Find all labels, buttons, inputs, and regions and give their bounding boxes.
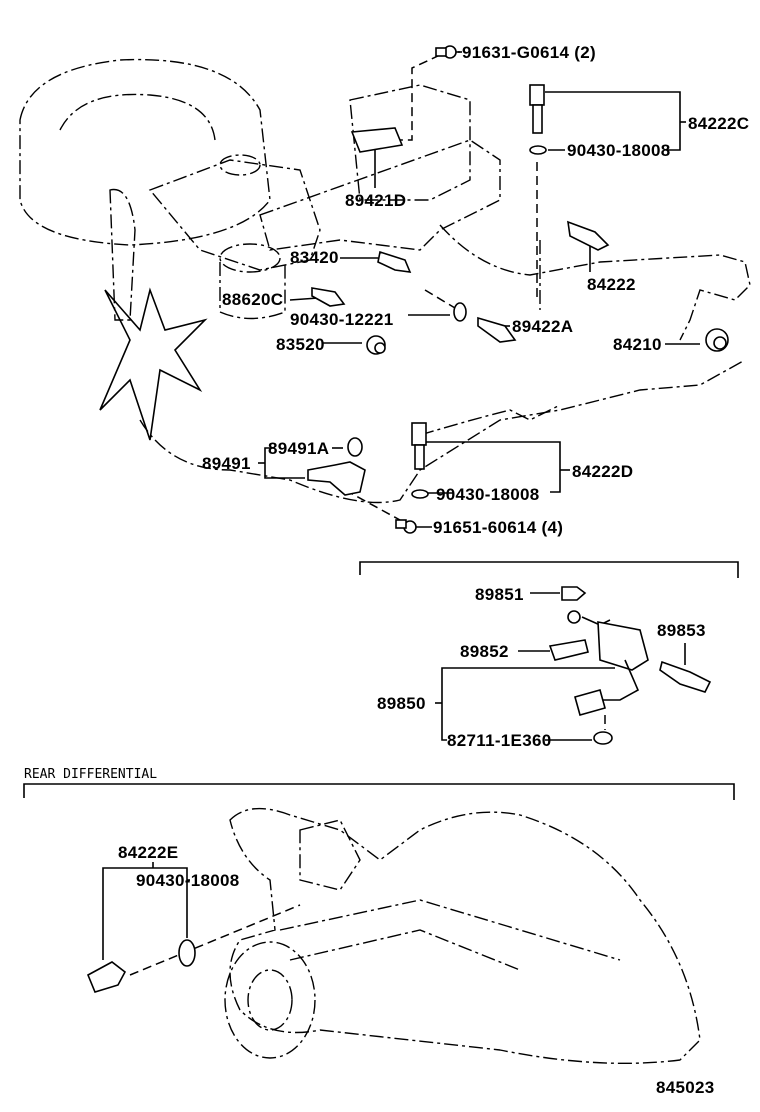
label-88620c[interactable]: 88620C: [222, 290, 283, 309]
bolt-icon: [435, 45, 457, 59]
label-84222c[interactable]: 84222C: [688, 114, 749, 133]
gasket-icon: [529, 145, 547, 155]
label-84222e[interactable]: 84222E: [118, 843, 178, 862]
label-84222[interactable]: 84222: [587, 275, 636, 294]
label-89851[interactable]: 89851: [475, 585, 524, 604]
label-gasket-rear[interactable]: 90430-18008: [136, 871, 240, 890]
label-89422a[interactable]: 89422A: [512, 317, 573, 336]
label-89852[interactable]: 89852: [460, 642, 509, 661]
sensor-83420-icon: [377, 250, 412, 273]
sensor-84210-icon: [705, 328, 729, 352]
sensor-83520-icon: [366, 335, 386, 355]
figure-number: 845023: [656, 1078, 715, 1097]
bolt-icon: [395, 519, 417, 534]
engine-outline: [19, 58, 751, 504]
cap-icon: [561, 586, 587, 601]
sensor-84222c-icon: [529, 84, 545, 134]
rear-differential-section: [23, 783, 735, 1065]
sensor-89491-icon: [307, 461, 366, 496]
label-gasket-top[interactable]: 90430-18008: [567, 141, 671, 160]
label-83420[interactable]: 83420: [290, 248, 339, 267]
sensor-89853-icon: [659, 660, 712, 693]
top-parts: [307, 45, 729, 534]
label-84222d[interactable]: 84222D: [572, 462, 633, 481]
sensor-84222d-icon: [411, 422, 427, 470]
sensor-84222e-icon: [86, 961, 127, 993]
sensor-88620c-icon: [311, 287, 346, 307]
label-82711[interactable]: 82711-1E360: [447, 731, 551, 750]
connector-89852-icon: [548, 639, 589, 661]
section-title-rear-differential: REAR DIFFERENTIAL: [24, 767, 157, 782]
label-83520[interactable]: 83520: [276, 335, 325, 354]
label-89491[interactable]: 89491: [202, 454, 251, 473]
label-89853[interactable]: 89853: [657, 621, 706, 640]
gasket-icon: [411, 489, 429, 499]
label-89421d[interactable]: 89421D: [345, 191, 406, 210]
part-labels: 91631-G0614 (2) 84222C 90430-18008 89421…: [24, 43, 749, 1097]
label-bolt-top[interactable]: 91631-G0614 (2): [462, 43, 596, 62]
label-gasket-12221[interactable]: 90430-12221: [290, 310, 394, 329]
sensor-84222-icon: [567, 220, 610, 251]
gasket-icon: [453, 302, 467, 322]
sensor-89850-icon: [597, 621, 649, 671]
label-89491a[interactable]: 89491A: [268, 439, 329, 458]
middle-section: [359, 561, 739, 745]
sensor-89422a-icon: [477, 316, 517, 343]
sensor-89421d-icon: [350, 127, 404, 153]
o-ring-icon: [347, 437, 363, 457]
label-89850[interactable]: 89850: [377, 694, 426, 713]
label-bolt-mid[interactable]: 91651-60614 (4): [433, 518, 563, 537]
gasket-icon: [178, 939, 196, 967]
label-84210[interactable]: 84210: [613, 335, 662, 354]
label-gasket-mid[interactable]: 90430-18008: [436, 485, 540, 504]
